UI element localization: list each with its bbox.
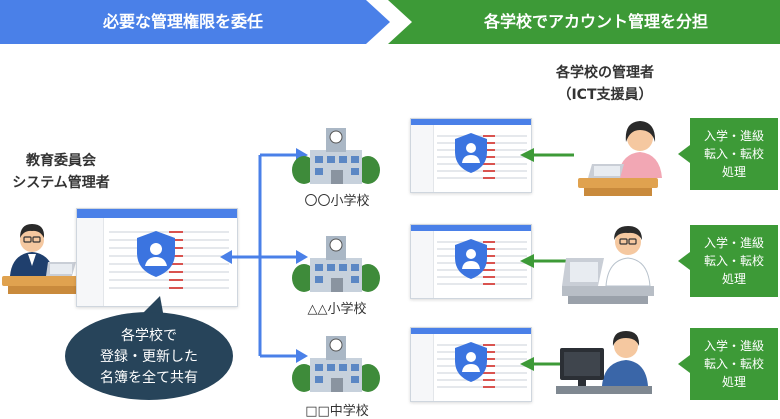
banner-left-shape xyxy=(0,0,390,44)
task-box-school-1: 入学・進級 転入・転校 処理 xyxy=(690,118,778,190)
board-admin-line2: システム管理者 xyxy=(12,175,110,191)
school-label-3: □□中学校 xyxy=(305,404,369,419)
banner-left: 必要な管理権限を委任 xyxy=(0,0,392,44)
shared-roster-text: 各学校で 登録・更新した 名簿を全て共有 xyxy=(69,326,229,389)
shared-roster-line1: 各学校で xyxy=(121,328,177,344)
board-admin-person-illustration xyxy=(2,224,82,294)
dashboard-sidebar xyxy=(77,218,104,306)
dashboard-header-bar xyxy=(77,209,237,218)
school-label-1: 〇〇小学校 xyxy=(304,194,370,209)
shield-user-icon xyxy=(455,342,487,382)
shared-roster-bubble xyxy=(65,296,233,400)
task-box-school-3: 入学・進級 転入・転校 処理 xyxy=(690,328,778,400)
banner-right-shape xyxy=(388,0,780,44)
board-admin-line1: 教育委員会 xyxy=(26,153,96,169)
school-admin-label: 各学校の管理者 （ICT支援員） xyxy=(540,62,670,106)
dashboard-row xyxy=(109,231,229,233)
board-admin-label: 教育委員会 システム管理者 xyxy=(6,150,116,194)
shared-roster-line2: 登録・更新した xyxy=(100,349,198,365)
task-pointer-icon xyxy=(678,355,690,373)
banner-left-text: 必要な管理権限を委任 xyxy=(102,12,263,31)
shield-user-icon xyxy=(455,239,487,279)
dashboard-screenshot-main xyxy=(76,208,238,307)
dashboard-screenshot-school-3 xyxy=(410,327,532,402)
school-admin-person-illustration xyxy=(556,331,652,394)
shield-user-icon xyxy=(137,231,175,277)
dashboard-row xyxy=(109,287,229,289)
dashboard-screenshot-school-2 xyxy=(410,224,532,299)
school-admin-person-illustration xyxy=(562,226,654,304)
school-admin-line2: （ICT支援員） xyxy=(557,87,653,103)
banner-right-text: 各学校でアカウント管理を分担 xyxy=(483,12,708,31)
task-pointer-icon xyxy=(678,252,690,270)
shared-roster-line3: 名簿を全て共有 xyxy=(100,370,198,386)
school-label-2: △△小学校 xyxy=(307,302,367,317)
school-building-icon xyxy=(292,128,380,184)
dashboard-row xyxy=(109,271,229,273)
school-admin-person-illustration xyxy=(578,121,662,196)
school-building-icon xyxy=(292,336,380,392)
task-pointer-icon xyxy=(678,145,690,163)
task-box-school-2: 入学・進級 転入・転校 処理 xyxy=(690,225,778,297)
school-building-icon xyxy=(292,236,380,292)
school-admin-line1: 各学校の管理者 xyxy=(556,65,654,81)
banner-right: 各学校でアカウント管理を分担 xyxy=(388,0,780,44)
dashboard-row xyxy=(109,279,229,281)
dashboard-screenshot-school-1 xyxy=(410,118,532,193)
delegation-connector xyxy=(220,148,308,363)
shield-user-icon xyxy=(455,133,487,173)
arrow-left-icon xyxy=(520,148,574,162)
